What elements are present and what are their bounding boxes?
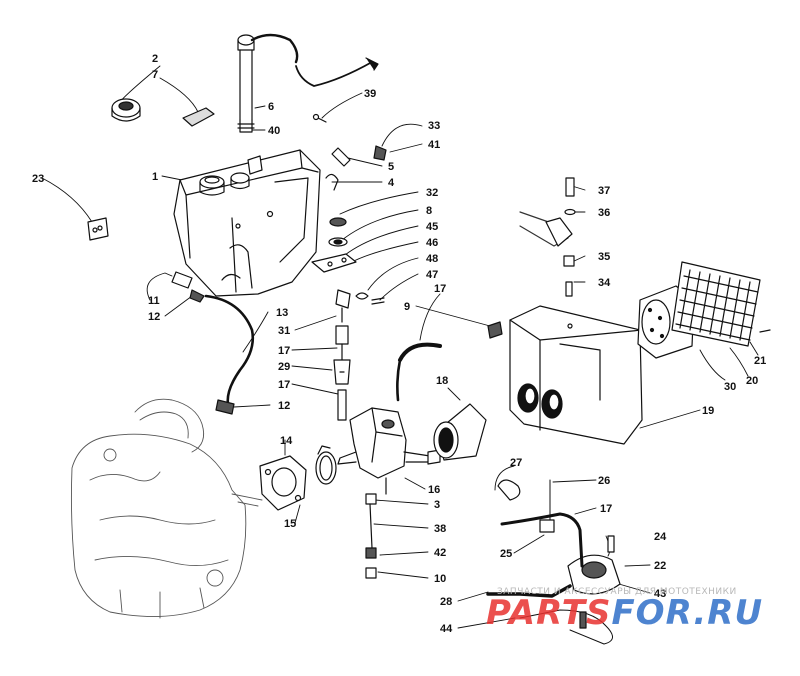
engine-block	[70, 398, 263, 619]
callout-c47: 47	[426, 269, 438, 281]
fuel-line-13	[171, 271, 255, 415]
fuel-cap	[111, 98, 141, 122]
decal-23	[87, 217, 109, 241]
callout-c21: 21	[754, 355, 766, 367]
callout-c32: 32	[426, 187, 438, 199]
callout-labels: 2 7 6 40 39 33 41 5 4 1 23 32 8 45 46 48…	[32, 53, 766, 635]
callout-c17b: 17	[278, 379, 290, 391]
callout-c25: 25	[500, 548, 512, 560]
callout-c26: 26	[598, 475, 610, 487]
callout-c11: 11	[148, 295, 160, 307]
watermark-logo-red: PARTS	[486, 593, 611, 633]
fuel-pump-22	[486, 479, 621, 645]
callout-c9: 9	[404, 301, 410, 313]
callout-c14: 14	[280, 435, 293, 447]
callout-c38: 38	[434, 523, 446, 535]
clamp-15	[315, 445, 337, 485]
callout-c46: 46	[426, 237, 438, 249]
callout-c43: 43	[654, 588, 666, 600]
callout-c31: 31	[278, 325, 290, 337]
watermark-tagline: ЗАПЧАСТИ И АКСЕССУАРЫ ДЛЯ МОТОТЕХНИКИ	[497, 587, 737, 597]
callout-c17c: 17	[434, 283, 446, 295]
watermark: ЗАПЧАСТИ И АКСЕССУАРЫ ДЛЯ МОТОТЕХНИКИ PA…	[486, 587, 763, 633]
callout-c40: 40	[268, 125, 280, 137]
watermark-logo: PARTSFOR.RU	[486, 593, 763, 633]
callout-c30: 30	[724, 381, 736, 393]
callout-c24: 24	[654, 531, 667, 543]
callout-c27: 27	[510, 457, 522, 469]
callout-c15: 15	[284, 518, 296, 530]
callout-c10: 10	[434, 573, 446, 585]
callout-c8: 8	[426, 205, 432, 217]
callout-c29: 29	[278, 361, 290, 373]
callout-c5: 5	[388, 161, 394, 173]
callout-c37: 37	[598, 185, 610, 197]
callout-c17d: 17	[600, 503, 612, 515]
callout-c41: 41	[428, 139, 440, 151]
pulse-hose	[396, 342, 442, 402]
fuel-filter-stack	[333, 289, 351, 421]
callout-c6: 6	[268, 101, 274, 113]
vent-hose-parts	[325, 145, 387, 191]
watermark-logo-blue: FOR.RU	[611, 593, 763, 633]
fuel-gauge-tube	[237, 33, 379, 133]
callout-c12b: 12	[278, 400, 290, 412]
screen-20	[671, 261, 771, 347]
mount-hardware	[311, 217, 385, 305]
callout-c22: 22	[654, 560, 666, 572]
callout-c13: 13	[276, 307, 288, 319]
carburetor	[337, 407, 441, 495]
fuel-tank	[173, 149, 321, 297]
leader-lines	[41, 65, 759, 629]
callout-c16: 16	[428, 484, 440, 496]
intake-boot-18	[433, 403, 487, 461]
callout-c2: 2	[152, 53, 158, 65]
callout-c20: 20	[746, 375, 758, 387]
callout-c34: 34	[598, 277, 611, 289]
callout-c35: 35	[598, 251, 610, 263]
top-right-hardware	[519, 177, 576, 297]
callout-c3: 3	[434, 499, 440, 511]
callout-c19: 19	[702, 405, 714, 417]
cap-gasket	[182, 107, 215, 127]
callout-c45: 45	[426, 221, 438, 233]
screw-39	[312, 113, 327, 123]
callout-c12a: 12	[148, 311, 160, 323]
callout-c36: 36	[598, 207, 610, 219]
callout-c1: 1	[152, 171, 158, 183]
callout-c7: 7	[152, 69, 158, 81]
intake-flange-14	[259, 455, 307, 511]
throttle-parts	[365, 493, 377, 579]
callout-c28: 28	[440, 596, 452, 608]
callout-c23: 23	[32, 173, 44, 185]
callout-c33: 33	[428, 120, 440, 132]
callout-c39: 39	[364, 88, 376, 100]
callout-c4: 4	[388, 177, 395, 189]
callout-c42: 42	[434, 547, 446, 559]
callout-c48: 48	[426, 253, 438, 265]
callout-c17a: 17	[278, 345, 290, 357]
callout-c44: 44	[440, 623, 453, 635]
callout-c18: 18	[436, 375, 448, 387]
airbox-19	[487, 305, 643, 445]
